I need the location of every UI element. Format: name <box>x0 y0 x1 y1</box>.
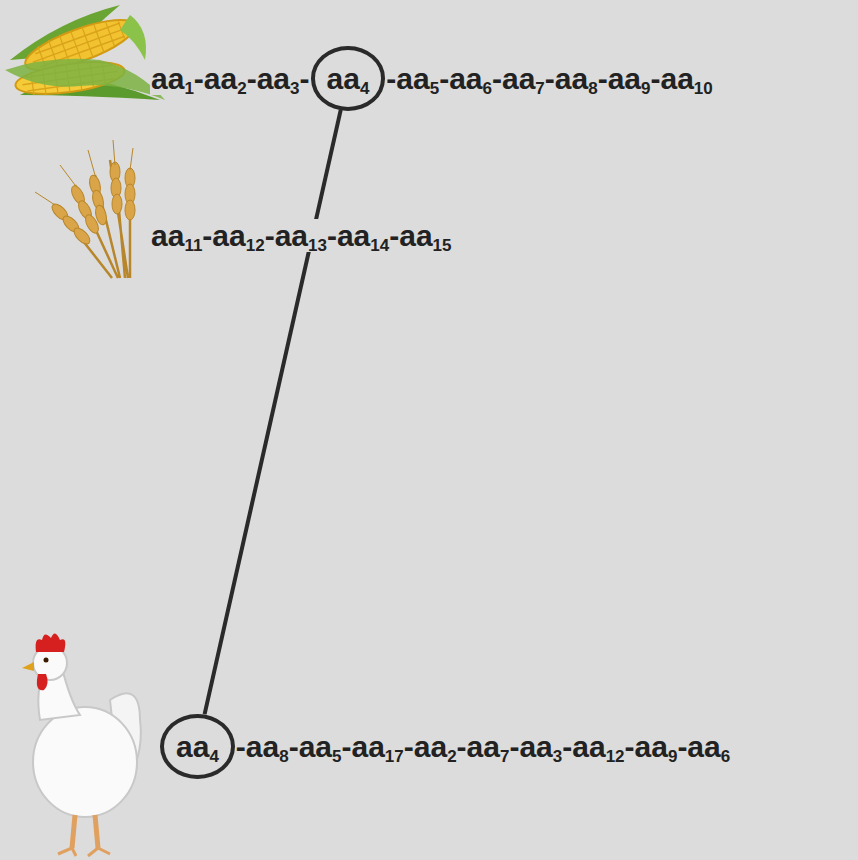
subscript-index: 2 <box>237 79 246 98</box>
subscript-index: 6 <box>483 79 492 98</box>
subscript-index: 4 <box>209 747 218 766</box>
subscript-index: 5 <box>332 747 341 766</box>
subscript-index: 5 <box>430 79 439 98</box>
subscript-index: 15 <box>433 236 452 255</box>
subscript-index: 7 <box>535 79 544 98</box>
sequence-row: aa4 -aa8-aa5-aa17-aa2-aa7-aa3-aa12-aa9-aa… <box>160 706 731 786</box>
subscript-index: 13 <box>308 236 327 255</box>
peptide-sequence: aa1-aa2-aa3- <box>150 62 311 95</box>
subscript-index: 14 <box>370 236 389 255</box>
corn-illustration <box>5 5 165 100</box>
chicken-illustration <box>22 633 141 856</box>
peptide-sequence: -aa8-aa5-aa17-aa2-aa7-aa3-aa12-aa9-aa6 <box>235 730 731 763</box>
highlight-circle: aa4 <box>311 46 386 111</box>
subscript-index: 12 <box>246 236 265 255</box>
amino-acid: aa4 <box>175 730 220 763</box>
connector-line <box>205 110 341 714</box>
subscript-index: 3 <box>553 747 562 766</box>
subscript-index: 1 <box>184 79 193 98</box>
subscript-index: 6 <box>721 747 730 766</box>
sequence-row: aa1-aa2-aa3- aa4 -aa5-aa6-aa7-aa8-aa9-aa10 <box>150 38 714 118</box>
wheat-illustration <box>35 140 135 278</box>
subscript-index: 9 <box>668 747 677 766</box>
amino-acid: aa4 <box>326 62 371 95</box>
peptide-sequence: -aa5-aa6-aa7-aa8-aa9-aa10 <box>385 62 713 95</box>
subscript-index: 2 <box>447 747 456 766</box>
subscript-index: 10 <box>694 79 713 98</box>
subscript-index: 8 <box>279 747 288 766</box>
subscript-index: 8 <box>588 79 597 98</box>
subscript-index: 17 <box>385 747 404 766</box>
subscript-index: 9 <box>641 79 650 98</box>
subscript-index: 11 <box>184 236 202 255</box>
subscript-index: 12 <box>606 747 625 766</box>
peptide-sequence: aa11-aa12-aa13-aa14-aa15 <box>150 219 452 252</box>
sequence-row: aa11-aa12-aa13-aa14-aa15 <box>150 195 452 275</box>
subscript-index: 7 <box>500 747 509 766</box>
subscript-index: 4 <box>360 79 369 98</box>
subscript-index: 3 <box>290 79 299 98</box>
highlight-circle: aa4 <box>160 714 235 779</box>
